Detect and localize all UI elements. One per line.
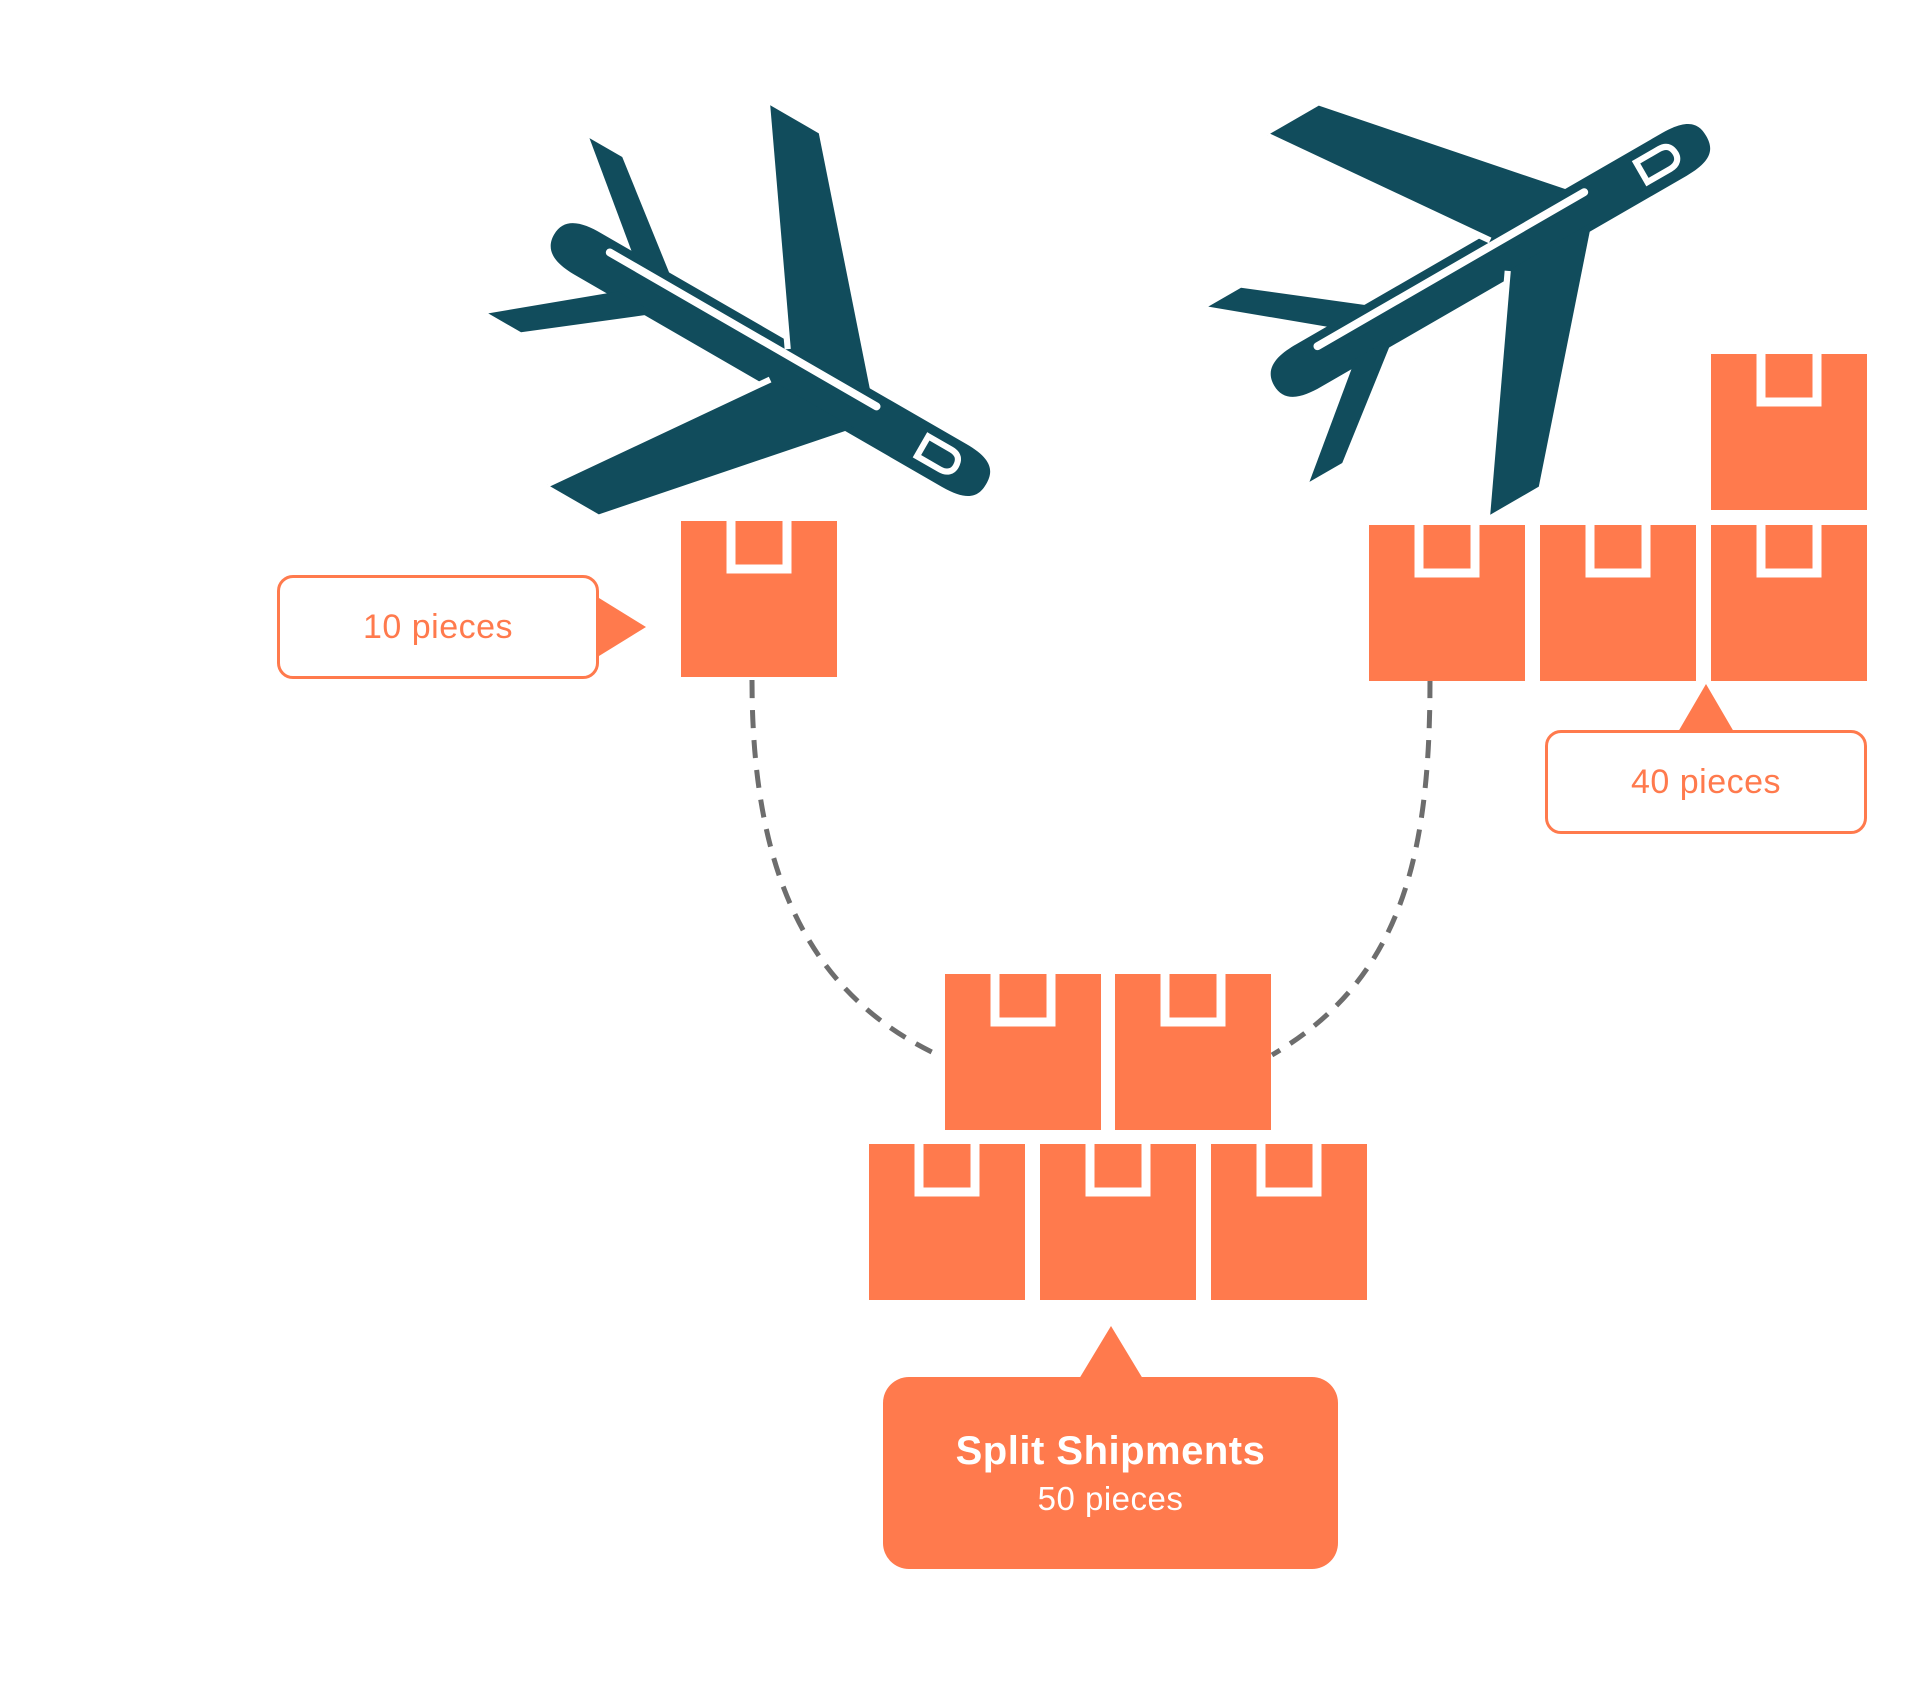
combined-shipment-label: Split Shipments 50 pieces — [883, 1377, 1338, 1569]
package-box-icon — [945, 974, 1101, 1130]
package-box-icon — [681, 521, 837, 677]
connector-left — [749, 679, 940, 1058]
shipment-count-left: 10 pieces — [362, 607, 514, 646]
callout-pointer-right — [1678, 684, 1734, 732]
package-box-icon — [1711, 525, 1867, 681]
shipment-count-right: 40 pieces — [1630, 762, 1782, 801]
package-box-icon — [869, 1144, 1025, 1300]
callout-pointer-left — [599, 598, 646, 656]
combined-title: Split Shipments — [955, 1428, 1266, 1473]
connector-right — [1270, 679, 1433, 1058]
package-box-icon — [1211, 1144, 1367, 1300]
package-box-icon — [1369, 525, 1525, 681]
callout-pointer-main — [1079, 1326, 1143, 1379]
package-box-icon — [1540, 525, 1696, 681]
shipment-label-left: 10 pieces — [277, 575, 599, 679]
package-box-icon — [1115, 974, 1271, 1130]
combined-count: 50 pieces — [1037, 1479, 1184, 1517]
package-box-icon — [1040, 1144, 1196, 1300]
package-box-icon — [1711, 354, 1867, 510]
shipment-label-right: 40 pieces — [1545, 730, 1867, 834]
